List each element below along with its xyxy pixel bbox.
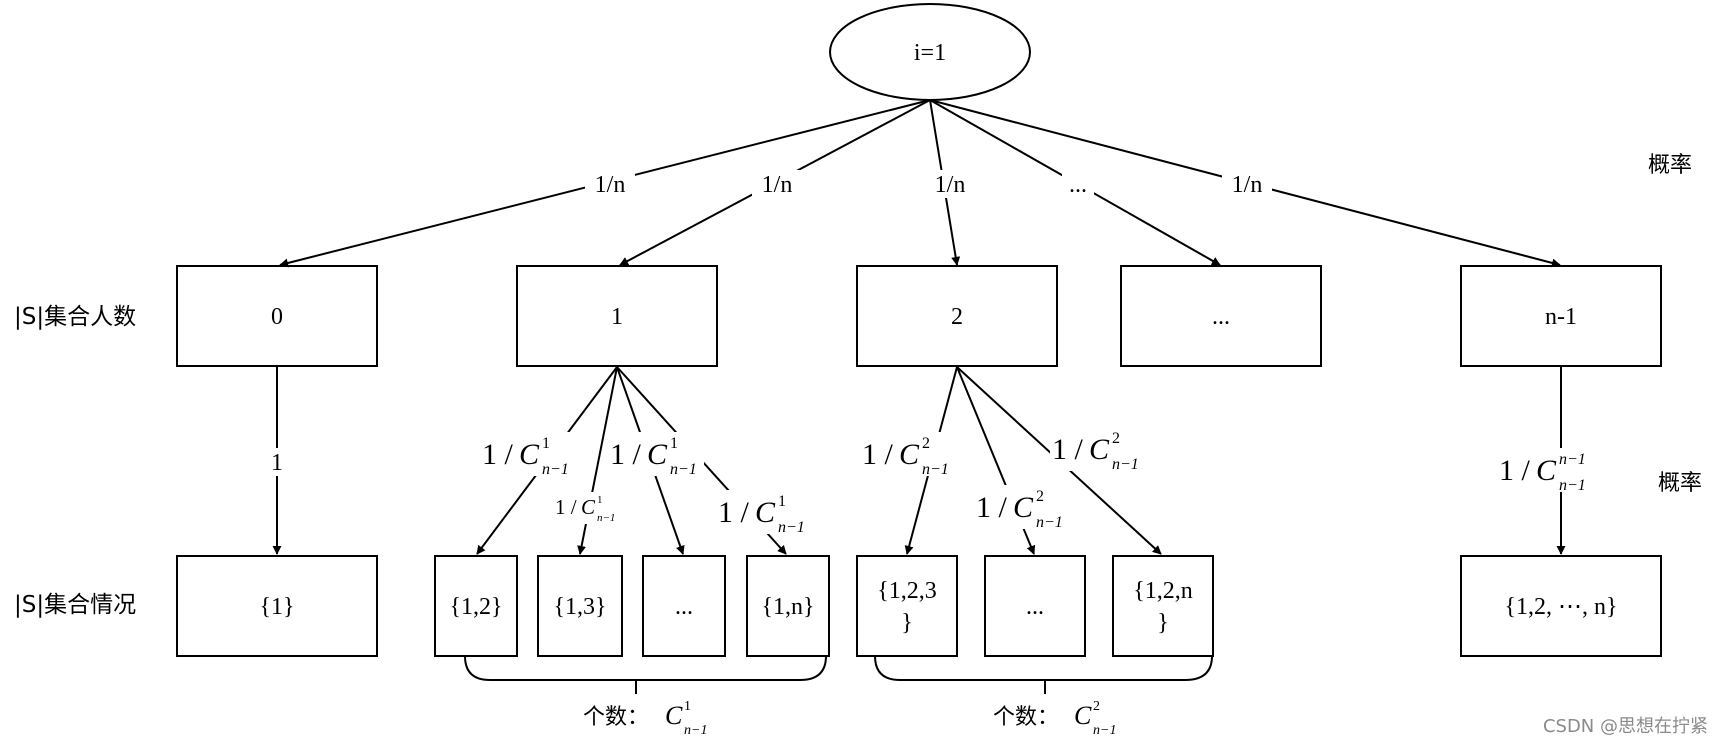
svg-text:n−1: n−1 xyxy=(684,723,707,738)
svg-text:1: 1 xyxy=(684,699,691,714)
prob-label-mid: 概率 xyxy=(1658,471,1702,496)
root-edges xyxy=(279,99,1561,268)
set-box-6 xyxy=(984,555,1086,657)
branch-prob-2: 1/n xyxy=(935,172,966,198)
comb-label-1d: 1 / C 1 n−1 xyxy=(716,490,812,536)
svg-text:1 /: 1 / xyxy=(1052,433,1084,466)
svg-text:1 /: 1 / xyxy=(862,438,894,471)
size-row-label: |S|集合人数 xyxy=(14,304,136,330)
svg-text:n−1: n−1 xyxy=(922,461,949,478)
svg-text:1 /: 1 / xyxy=(718,496,750,529)
set-boxes xyxy=(176,555,1662,657)
svg-text:C: C xyxy=(581,495,596,519)
set-box-7-label-line1: {1,2,n xyxy=(1133,578,1193,604)
svg-text:1 /: 1 / xyxy=(976,491,1008,524)
svg-text:2: 2 xyxy=(1112,430,1120,447)
set-box-4 xyxy=(746,555,830,657)
branch-prob-3: ... xyxy=(1069,172,1087,198)
svg-text:1: 1 xyxy=(597,494,603,506)
count-label-1: 个数： C 1 n−1 xyxy=(583,699,707,738)
set-box-2-label: {1,3} xyxy=(553,594,606,620)
svg-text:n−1: n−1 xyxy=(1559,451,1586,468)
svg-text:1: 1 xyxy=(778,493,786,510)
set-box-4-label: {1,n} xyxy=(761,594,814,620)
size-boxes xyxy=(176,265,1662,367)
svg-text:n−1: n−1 xyxy=(597,512,615,524)
set-box-0 xyxy=(176,555,378,657)
svg-text:1 /: 1 / xyxy=(610,438,642,471)
set-box-5 xyxy=(856,555,958,657)
set-box-3-label: ... xyxy=(675,594,693,620)
svg-text:个数：: 个数： xyxy=(583,705,649,730)
svg-text:2: 2 xyxy=(922,435,930,452)
size-box-2 xyxy=(856,265,1058,367)
size-box-2-label: 2 xyxy=(951,304,963,330)
count-label-2: 个数： C 2 n−1 xyxy=(993,699,1116,738)
svg-text:2: 2 xyxy=(1036,488,1044,505)
svg-text:C: C xyxy=(1074,701,1092,730)
svg-text:2: 2 xyxy=(1093,699,1100,714)
svg-text:C: C xyxy=(665,701,683,730)
size-box-3 xyxy=(1120,265,1322,367)
set-box-5-label-line1: {1,2,3 xyxy=(877,578,937,604)
svg-text:C: C xyxy=(1013,491,1034,524)
svg-text:1: 1 xyxy=(542,435,550,452)
svg-text:个数：: 个数： xyxy=(993,705,1059,730)
svg-text:C: C xyxy=(519,438,540,471)
set-box-5-label-line2: } xyxy=(901,610,913,636)
size-box-0-label: 0 xyxy=(271,304,283,330)
svg-text:C: C xyxy=(899,438,920,471)
size-box-4 xyxy=(1460,265,1662,367)
comb-label-2a: 1 / C 2 n−1 xyxy=(860,432,956,478)
root-label: i=1 xyxy=(914,40,946,66)
set-box-2 xyxy=(537,555,623,657)
set-box-3 xyxy=(642,555,726,657)
size-box-1-label: 1 xyxy=(611,304,623,330)
set-box-1-label: {1,2} xyxy=(449,594,502,620)
set-box-7-label-line2: } xyxy=(1157,610,1169,636)
size-box-0 xyxy=(176,265,378,367)
svg-text:n−1: n−1 xyxy=(1036,514,1063,531)
size-box-3-label: ... xyxy=(1212,304,1230,330)
comb-label-1a: 1 / C 1 n−1 xyxy=(480,432,576,478)
set-box-8 xyxy=(1460,555,1662,657)
svg-text:1 /: 1 / xyxy=(482,438,514,471)
set-box-0-label: {1} xyxy=(259,594,294,620)
svg-text:C: C xyxy=(1089,433,1110,466)
set-box-6-label: ... xyxy=(1026,594,1044,620)
edge-0-prob: 1 xyxy=(271,450,283,476)
svg-text:1: 1 xyxy=(670,435,678,452)
svg-text:n−1: n−1 xyxy=(542,461,569,478)
comb-label-1c: 1 / C 1 n−1 xyxy=(608,432,704,478)
svg-text:n−1: n−1 xyxy=(1093,723,1116,738)
svg-text:C: C xyxy=(755,496,776,529)
branch-prob-1: 1/n xyxy=(762,172,793,198)
set-box-7 xyxy=(1112,555,1214,657)
branch-prob-4: 1/n xyxy=(1232,172,1263,198)
sets-row-label: |S|集合情况 xyxy=(14,592,136,618)
branch-prob-0: 1/n xyxy=(595,172,626,198)
svg-text:n−1: n−1 xyxy=(1559,477,1586,494)
comb-label-2c: 1 / C 2 n−1 xyxy=(1050,427,1146,473)
svg-text:1 /: 1 / xyxy=(555,495,577,519)
branch-prob-labels: 1/n 1/n 1/n ... 1/n xyxy=(585,170,1272,198)
svg-text:1 /: 1 / xyxy=(1499,454,1531,487)
svg-text:n−1: n−1 xyxy=(670,461,697,478)
brace-group-1 xyxy=(464,655,827,694)
comb-label-n: 1 / C n−1 n−1 xyxy=(1497,448,1605,494)
comb-label-1b: 1 / C 1 n−1 xyxy=(553,492,625,524)
svg-text:n−1: n−1 xyxy=(778,519,805,536)
svg-text:C: C xyxy=(1536,454,1557,487)
brace-group-2 xyxy=(874,655,1213,694)
svg-text:C: C xyxy=(647,438,668,471)
comb-label-2b: 1 / C 2 n−1 xyxy=(974,485,1070,531)
set-box-1 xyxy=(434,555,518,657)
svg-text:n−1: n−1 xyxy=(1112,456,1139,473)
prob-label-top: 概率 xyxy=(1648,153,1692,178)
set-box-8-label: {1,2, ⋯, n} xyxy=(1504,594,1617,620)
size-box-1 xyxy=(516,265,718,367)
watermark: CSDN @思想在拧紧 xyxy=(1543,716,1708,737)
size-box-4-label: n-1 xyxy=(1545,304,1577,330)
